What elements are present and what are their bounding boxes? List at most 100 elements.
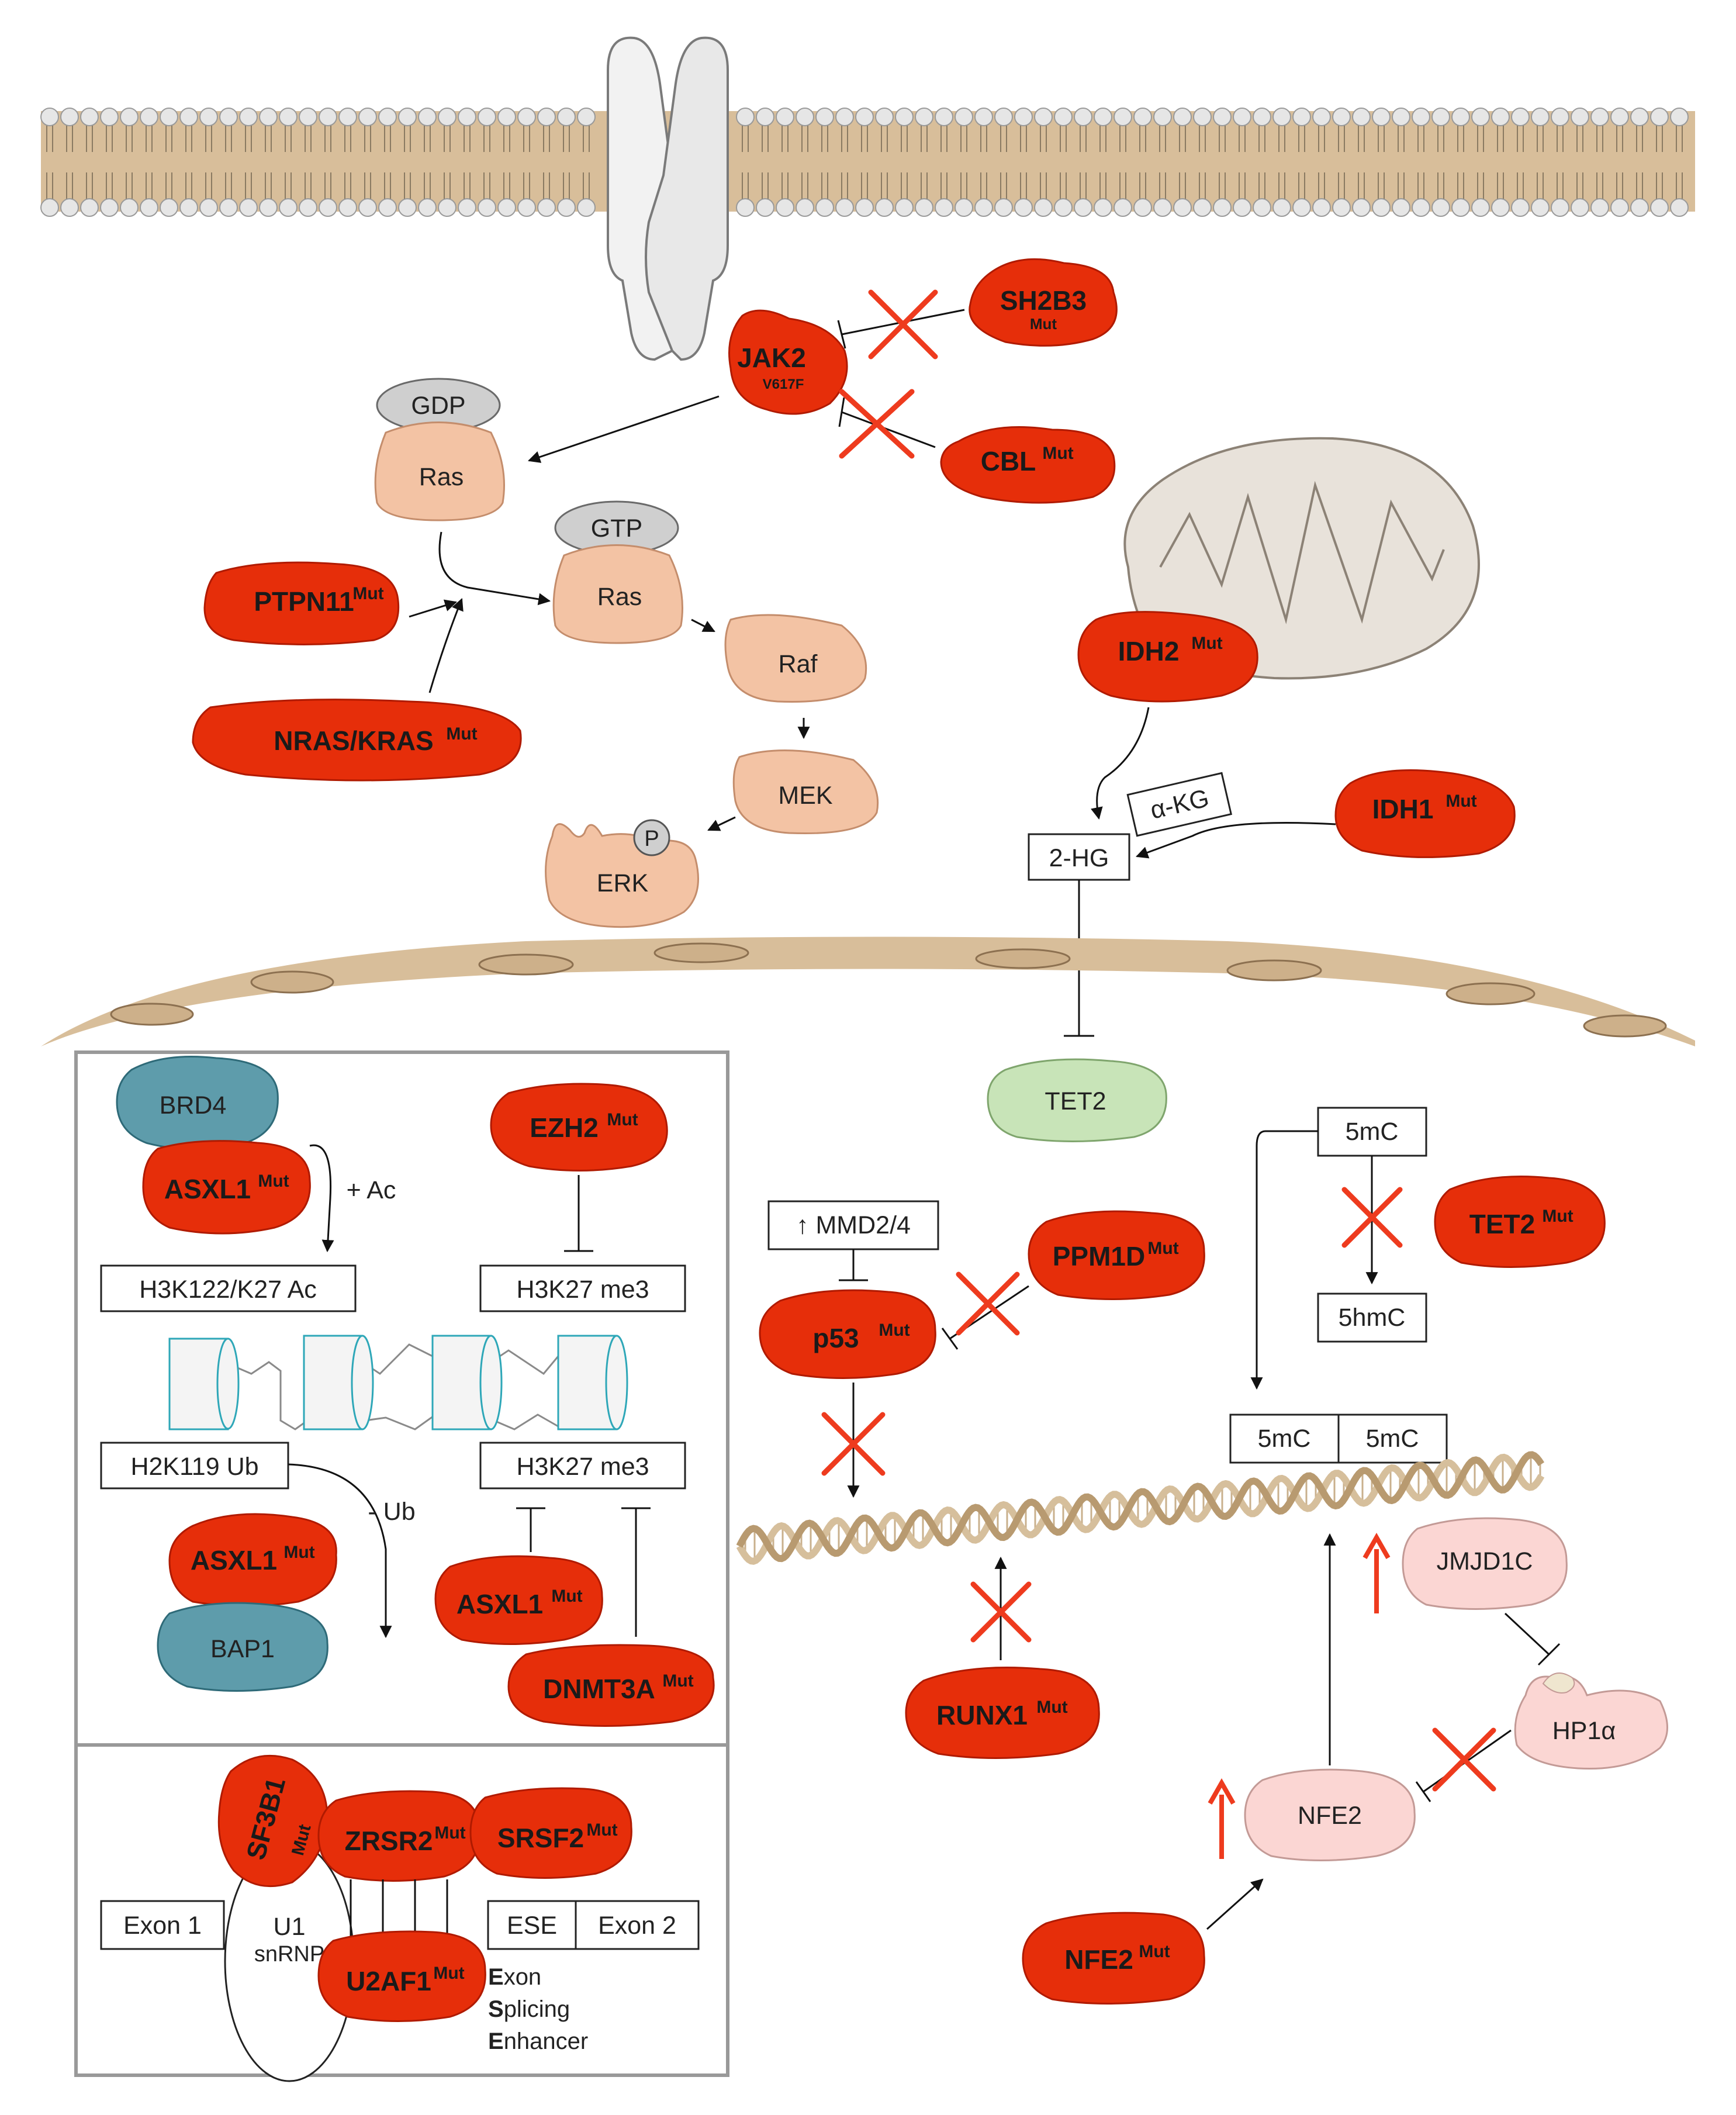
idh1-mutant-protein: IDH1 Mut: [1334, 769, 1516, 858]
ese-nhancer: nhancer: [504, 2028, 589, 2054]
minus-ub-label: - Ub: [368, 1498, 415, 1526]
tet2-protein: TET2: [987, 1058, 1167, 1142]
zrsr2-mutant-protein: ZRSR2 Mut: [317, 1790, 480, 1882]
h3k27-top-box: H3K27 me3: [479, 1264, 686, 1312]
plus-ac-label: + Ac: [347, 1176, 396, 1204]
ras-gtp-complex: GTP Ras: [552, 500, 683, 644]
five-mc-right-label: 5mC: [1366, 1425, 1419, 1453]
cytokine-receptor: [607, 36, 729, 361]
asxl1-top-label: ASXL1: [164, 1174, 251, 1204]
ptpn11-label: PTPN11: [254, 586, 354, 617]
ezh2-label: EZH2: [530, 1112, 599, 1143]
ese-plicing: plicing: [504, 1996, 570, 2022]
sh2b3-mutant-protein: SH2B3 Mut: [969, 258, 1118, 347]
five-hmc-label: 5hmC: [1339, 1304, 1406, 1332]
runx1-block-cross: [970, 1581, 1032, 1643]
h2k119-box: H2K119 Ub: [100, 1442, 289, 1490]
nfe2-mut-to-nfe2-arrow: [1206, 1878, 1264, 1930]
nfe2-mut-superscript: Mut: [1139, 1942, 1170, 1961]
idh1-to-2hg-arrow: [1136, 822, 1336, 859]
hp1a-protein: HP1α: [1514, 1672, 1668, 1770]
runx1-mutant-protein: RUNX1 Mut: [905, 1667, 1100, 1759]
mmd-label: ↑ MMD2/4: [796, 1211, 911, 1239]
alpha-kg-box: α-KG: [1126, 772, 1233, 837]
runx1-label: RUNX1: [936, 1700, 1028, 1730]
tet2-mut-superscript: Mut: [1542, 1207, 1573, 1226]
u2af1-mutant-protein: U2AF1 Mut: [317, 1930, 486, 2022]
idh1-mut-superscript: Mut: [1445, 792, 1476, 811]
acetylation-arrow: [309, 1144, 334, 1253]
ppm1d-mutant-protein: PPM1D Mut: [1028, 1210, 1205, 1300]
sh2b3-label: SH2B3: [1000, 285, 1087, 316]
gdp-label: GDP: [411, 392, 465, 420]
jmjd1c-inhibits-hp1a: [1504, 1612, 1550, 1656]
asxl1-right-mutant-protein: ASXL1 Mut: [434, 1555, 603, 1645]
p53-block-cross: [821, 1412, 886, 1476]
ppm1d-inhibition-blocked: [941, 1271, 1029, 1350]
hp1a-inhibits-nfe2-blocked: [1415, 1727, 1512, 1802]
asxl1-right-label: ASXL1: [457, 1589, 543, 1619]
splicing-panel: [74, 1743, 729, 2077]
asxl1-right-mut-superscript: Mut: [551, 1587, 582, 1606]
exon2-label: Exon 2: [598, 1912, 676, 1940]
ese-e-initial: E: [488, 1964, 504, 1990]
nuclear-envelope: [41, 936, 1695, 1046]
mek-label: MEK: [778, 782, 833, 810]
five-mc-pair-box: 5mC 5mC: [1229, 1414, 1448, 1464]
hp1a-label: HP1α: [1552, 1717, 1616, 1745]
svg-text:Splicing: Splicing: [488, 1996, 570, 2022]
ptpn11-mutant-protein: PTPN11 Mut: [203, 561, 400, 645]
p53-mutant-protein: p53 Mut: [759, 1289, 936, 1379]
zrsr2-label: ZRSR2: [345, 1826, 433, 1856]
h3k27-bottom-label: H3K27 me3: [516, 1453, 649, 1481]
jak2-mutant-protein: JAK2 V617F: [728, 309, 848, 415]
u2af1-mut-superscript: Mut: [433, 1964, 464, 1983]
5mc-maintenance-arrow: [1250, 1130, 1318, 1390]
dnmt3a-label: DNMT3A: [543, 1674, 655, 1704]
jmjd1c-label: JMJD1C: [1437, 1547, 1533, 1575]
phosphate-label: P: [644, 827, 659, 851]
erk-protein: P ERK: [545, 819, 699, 928]
exon1-label: Exon 1: [123, 1912, 202, 1940]
ese-xon: xon: [504, 1964, 542, 1990]
idh2-label: IDH2: [1118, 636, 1180, 666]
jak2-label: JAK2: [737, 343, 806, 373]
p53-mut-superscript: Mut: [879, 1321, 910, 1340]
jak2-to-ras-arrow: [528, 395, 720, 463]
svg-text:Exon: Exon: [488, 1964, 541, 1990]
cbl-label: CBL: [981, 446, 1036, 476]
asxl1-top-mutant-protein: ASXL1 Mut: [142, 1140, 311, 1235]
asxl1-mid-mut-superscript: Mut: [283, 1543, 314, 1562]
ezh2-mut-superscript: Mut: [607, 1110, 638, 1129]
five-hmc-box: 5hmC: [1317, 1292, 1427, 1343]
five-mc-top-label: 5mC: [1346, 1118, 1399, 1146]
ras-active-label: Ras: [597, 583, 642, 611]
raf-label: Raf: [779, 650, 818, 678]
gtp-label: GTP: [591, 514, 642, 542]
tet2-block-cross: [1341, 1187, 1403, 1248]
nfe2-mutant-protein: NFE2 Mut: [1022, 1912, 1205, 2005]
snrnp-label: snRNP: [254, 1942, 324, 1967]
cell-membrane: [40, 108, 1695, 217]
asxl1-mid-mutant-protein: ASXL1 Mut: [168, 1513, 337, 1607]
erk-label: ERK: [597, 869, 649, 897]
ese-label: ESE: [507, 1912, 557, 1940]
srsf2-mutant-protein: SRSF2 Mut: [469, 1787, 632, 1879]
cbl-mut-superscript: Mut: [1042, 444, 1073, 463]
ras-to-raf-arrow: [691, 618, 715, 633]
2hg-box: 2-HG: [1028, 833, 1130, 881]
raf-protein: Raf: [724, 614, 867, 703]
five-mc-left-label: 5mC: [1258, 1425, 1311, 1453]
ese-definition: Exon Splicing Enhancer: [488, 1964, 588, 2054]
runx1-mut-superscript: Mut: [1036, 1698, 1067, 1717]
ppm1d-mut-superscript: Mut: [1147, 1239, 1178, 1258]
jmjd1c-up-arrow: [1362, 1532, 1391, 1613]
h3k27-bottom-box: H3K27 me3: [479, 1442, 686, 1490]
bap1-protein: BAP1: [157, 1602, 328, 1692]
asxl1-mid-label: ASXL1: [191, 1545, 277, 1575]
h3k122-label: H3K122/K27 Ac: [139, 1276, 317, 1304]
ras-activation-arrow: [438, 531, 551, 606]
idh2-mutant-protein: IDH2 Mut: [1077, 611, 1258, 703]
ese-e2-initial: E: [488, 2028, 504, 2054]
